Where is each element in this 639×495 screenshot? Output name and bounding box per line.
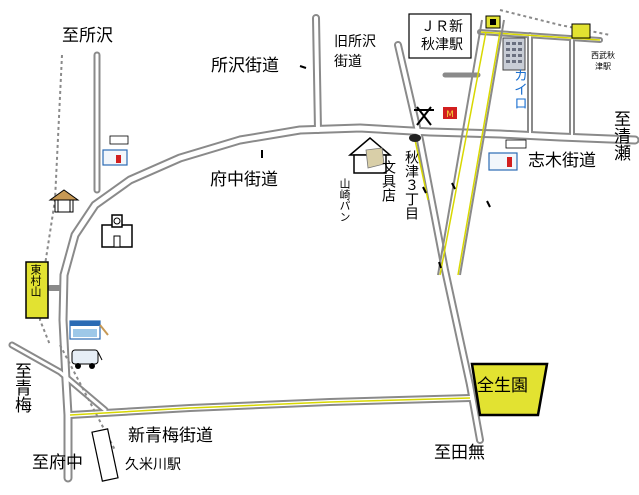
label-fuchu-kaido: 府中街道: [210, 170, 278, 190]
label-tokorozawa-kaido: 所沢街道: [211, 56, 279, 76]
route-highlight-rail-1: [439, 31, 487, 276]
label-akitsu-3chome: 秋津３丁目: [403, 150, 419, 220]
label-shin-ome-kaido: 新青梅街道: [128, 426, 213, 446]
hospital-icon: [71, 349, 103, 369]
signal-icon: [409, 134, 421, 142]
post-office-icon: [488, 139, 527, 171]
label-to-fuchu: 至府中: [32, 453, 83, 473]
mcdonalds-icon: M: [443, 107, 457, 120]
route-highlight-seibu: [479, 31, 601, 41]
seibu-akitsu-station: [571, 23, 591, 39]
route-highlight-shin-ome: [69, 397, 471, 416]
convenience-store-icon: [69, 320, 109, 340]
school-icon: [101, 214, 133, 248]
higashimurayama-station: [25, 261, 49, 319]
route-highlight-akitsu: [414, 139, 429, 201]
route-highlight-rail-2: [457, 31, 501, 276]
destination-zenshoen: [470, 362, 549, 417]
seibu-ikebukuro-line: [499, 9, 611, 36]
jr-station-box: [408, 13, 472, 59]
stationery-store-icon: [347, 137, 393, 174]
label-higashimurayama: 東村山: [29, 264, 42, 297]
office-building-icon: [502, 37, 526, 71]
label-to-tokorozawa: 至所沢: [62, 26, 113, 46]
label-old-tokorozawa-kaido: 旧所沢街道: [334, 34, 376, 70]
police-box-icon: [102, 135, 129, 166]
label-to-kiyose: 至清瀬: [610, 110, 630, 161]
svg-text:M: M: [446, 110, 454, 120]
label-shiki-kaido: 志木街道: [528, 151, 596, 171]
bus-stop-icon: [414, 106, 434, 126]
label-to-ome: 至青梅: [11, 362, 31, 413]
label-destination: 全生園: [477, 376, 528, 396]
jr-line-a: [437, 19, 483, 276]
label-stationery: 文具店: [380, 160, 396, 202]
label-kumegawa-station: 久米川駅: [125, 457, 181, 473]
label-jr-station: ＪＲ新秋津駅: [421, 19, 463, 53]
jr-line-b: [459, 19, 505, 276]
label-kairo: カイロ: [512, 68, 528, 110]
kumegawa-station: [91, 428, 119, 482]
label-seibu-station: 西武秋津駅: [591, 51, 615, 71]
label-yamazaki-pan: 山崎パン: [338, 178, 351, 222]
label-to-tanashi: 至田無: [434, 443, 485, 463]
shrine-icon: [48, 189, 80, 213]
